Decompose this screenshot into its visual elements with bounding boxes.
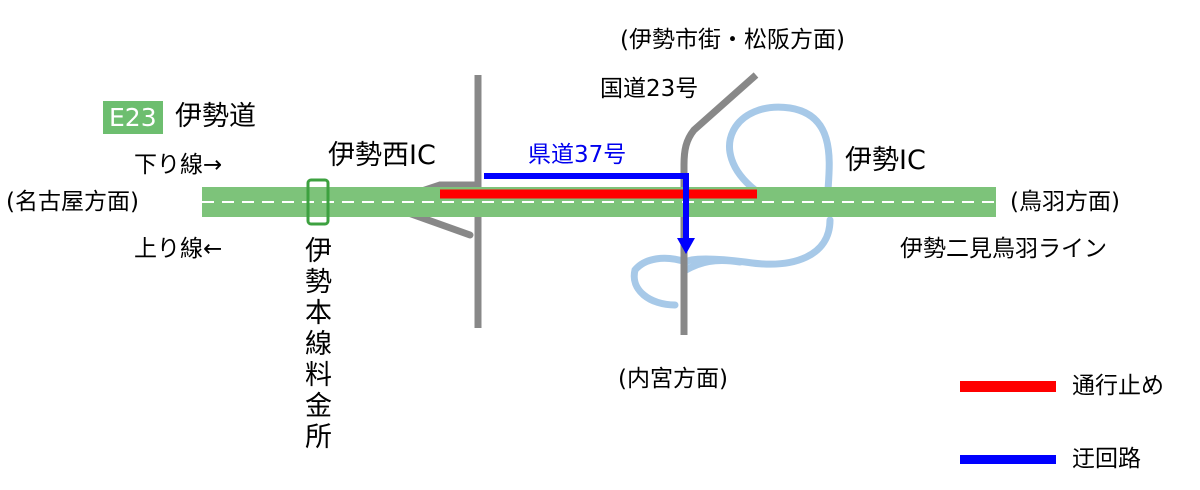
ise-west-ic-label: 伊勢西IC — [328, 140, 436, 171]
highway-name: 伊勢道 — [175, 101, 256, 132]
legend-closed-swatch — [960, 381, 1056, 392]
legend-closed-label: 通行止め — [1072, 373, 1164, 399]
route23-label: 国道23号 — [600, 76, 699, 102]
route23-road — [680, 72, 759, 335]
toll-gate-marker — [306, 178, 330, 226]
toba-direction-label: (鳥羽方面) — [1010, 189, 1120, 215]
up-line-label: 上り線← — [134, 236, 223, 262]
ise-ic-label: 伊勢IC — [845, 145, 926, 176]
legend-detour-swatch — [960, 455, 1056, 464]
pref37-label: 県道37号 — [528, 142, 627, 168]
nagoya-direction-label: (名古屋方面) — [6, 189, 139, 215]
down-line-label: 下り線→ — [134, 152, 223, 178]
toll-gate-label: 伊勢本線料金所 — [300, 236, 331, 453]
route-number-badge: E23 — [103, 101, 163, 134]
ise-city-direction-label: (伊勢市街・松阪方面) — [620, 27, 845, 53]
detour-arrow-head — [677, 238, 695, 254]
legend-detour-label: 迂回路 — [1072, 446, 1141, 472]
futami-line-label: 伊勢二見鳥羽ライン — [900, 236, 1107, 262]
naiku-direction-label: (内宮方面) — [618, 366, 728, 392]
detour-route-line — [484, 173, 689, 240]
